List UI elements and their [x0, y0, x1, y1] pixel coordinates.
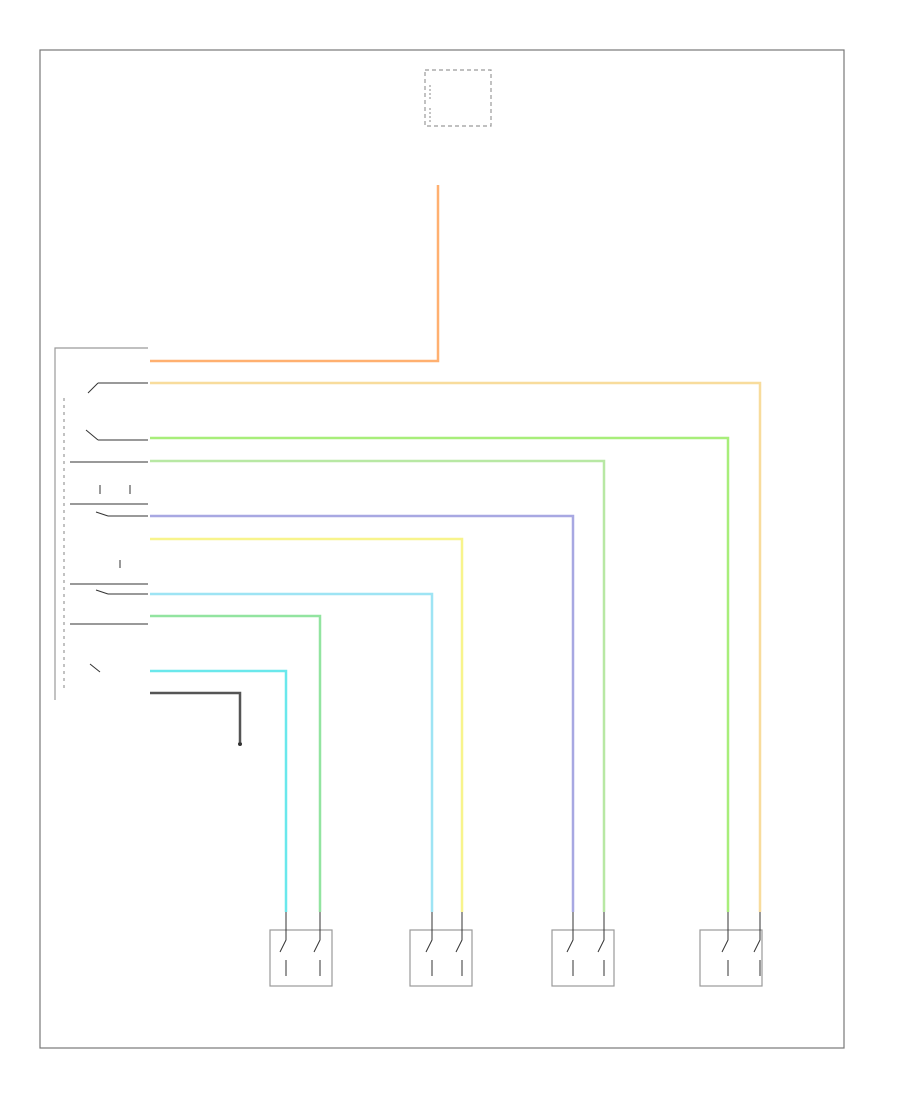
motor-contact	[425, 912, 433, 976]
switch-contact	[87, 382, 99, 394]
wire-yellow	[150, 537, 464, 912]
wire-light-blue	[150, 592, 434, 912]
motor-body	[269, 929, 333, 987]
wire-orange	[150, 185, 440, 363]
ground	[238, 742, 242, 746]
wire-tan	[150, 381, 762, 912]
motor-body	[551, 929, 615, 987]
wire-light-green	[150, 436, 730, 912]
seat-motor	[269, 912, 333, 987]
motor-contact	[753, 912, 761, 976]
motor-contact	[566, 912, 574, 976]
switch-contact	[85, 429, 99, 441]
motor-contact	[455, 912, 463, 976]
switch-contact	[95, 589, 109, 595]
seat-motor	[699, 912, 763, 987]
wire-blue-purple	[150, 514, 575, 912]
seat-switch-assembly	[54, 347, 148, 700]
seat-motor	[409, 912, 473, 987]
wire-cyan	[150, 669, 288, 912]
motor-body	[699, 929, 763, 987]
motor-contact	[279, 912, 287, 976]
power-source-block	[424, 69, 492, 127]
switch-contact	[95, 511, 109, 517]
diagram-frame	[39, 49, 845, 1049]
switch-assembly-outline	[54, 347, 148, 700]
seat-motor	[551, 912, 615, 987]
motor-contact	[313, 912, 321, 976]
wire-dark-green-tan	[150, 459, 606, 912]
motor-body	[409, 929, 473, 987]
motor-group	[269, 912, 763, 987]
wire-black	[150, 691, 242, 742]
wire-light-blue-green	[150, 614, 322, 912]
motor-contact	[721, 912, 729, 976]
motor-contact	[597, 912, 605, 976]
power-source-box	[424, 69, 492, 127]
wire-group	[150, 185, 762, 912]
switch-contact	[89, 663, 101, 673]
ground-symbol	[238, 742, 242, 746]
